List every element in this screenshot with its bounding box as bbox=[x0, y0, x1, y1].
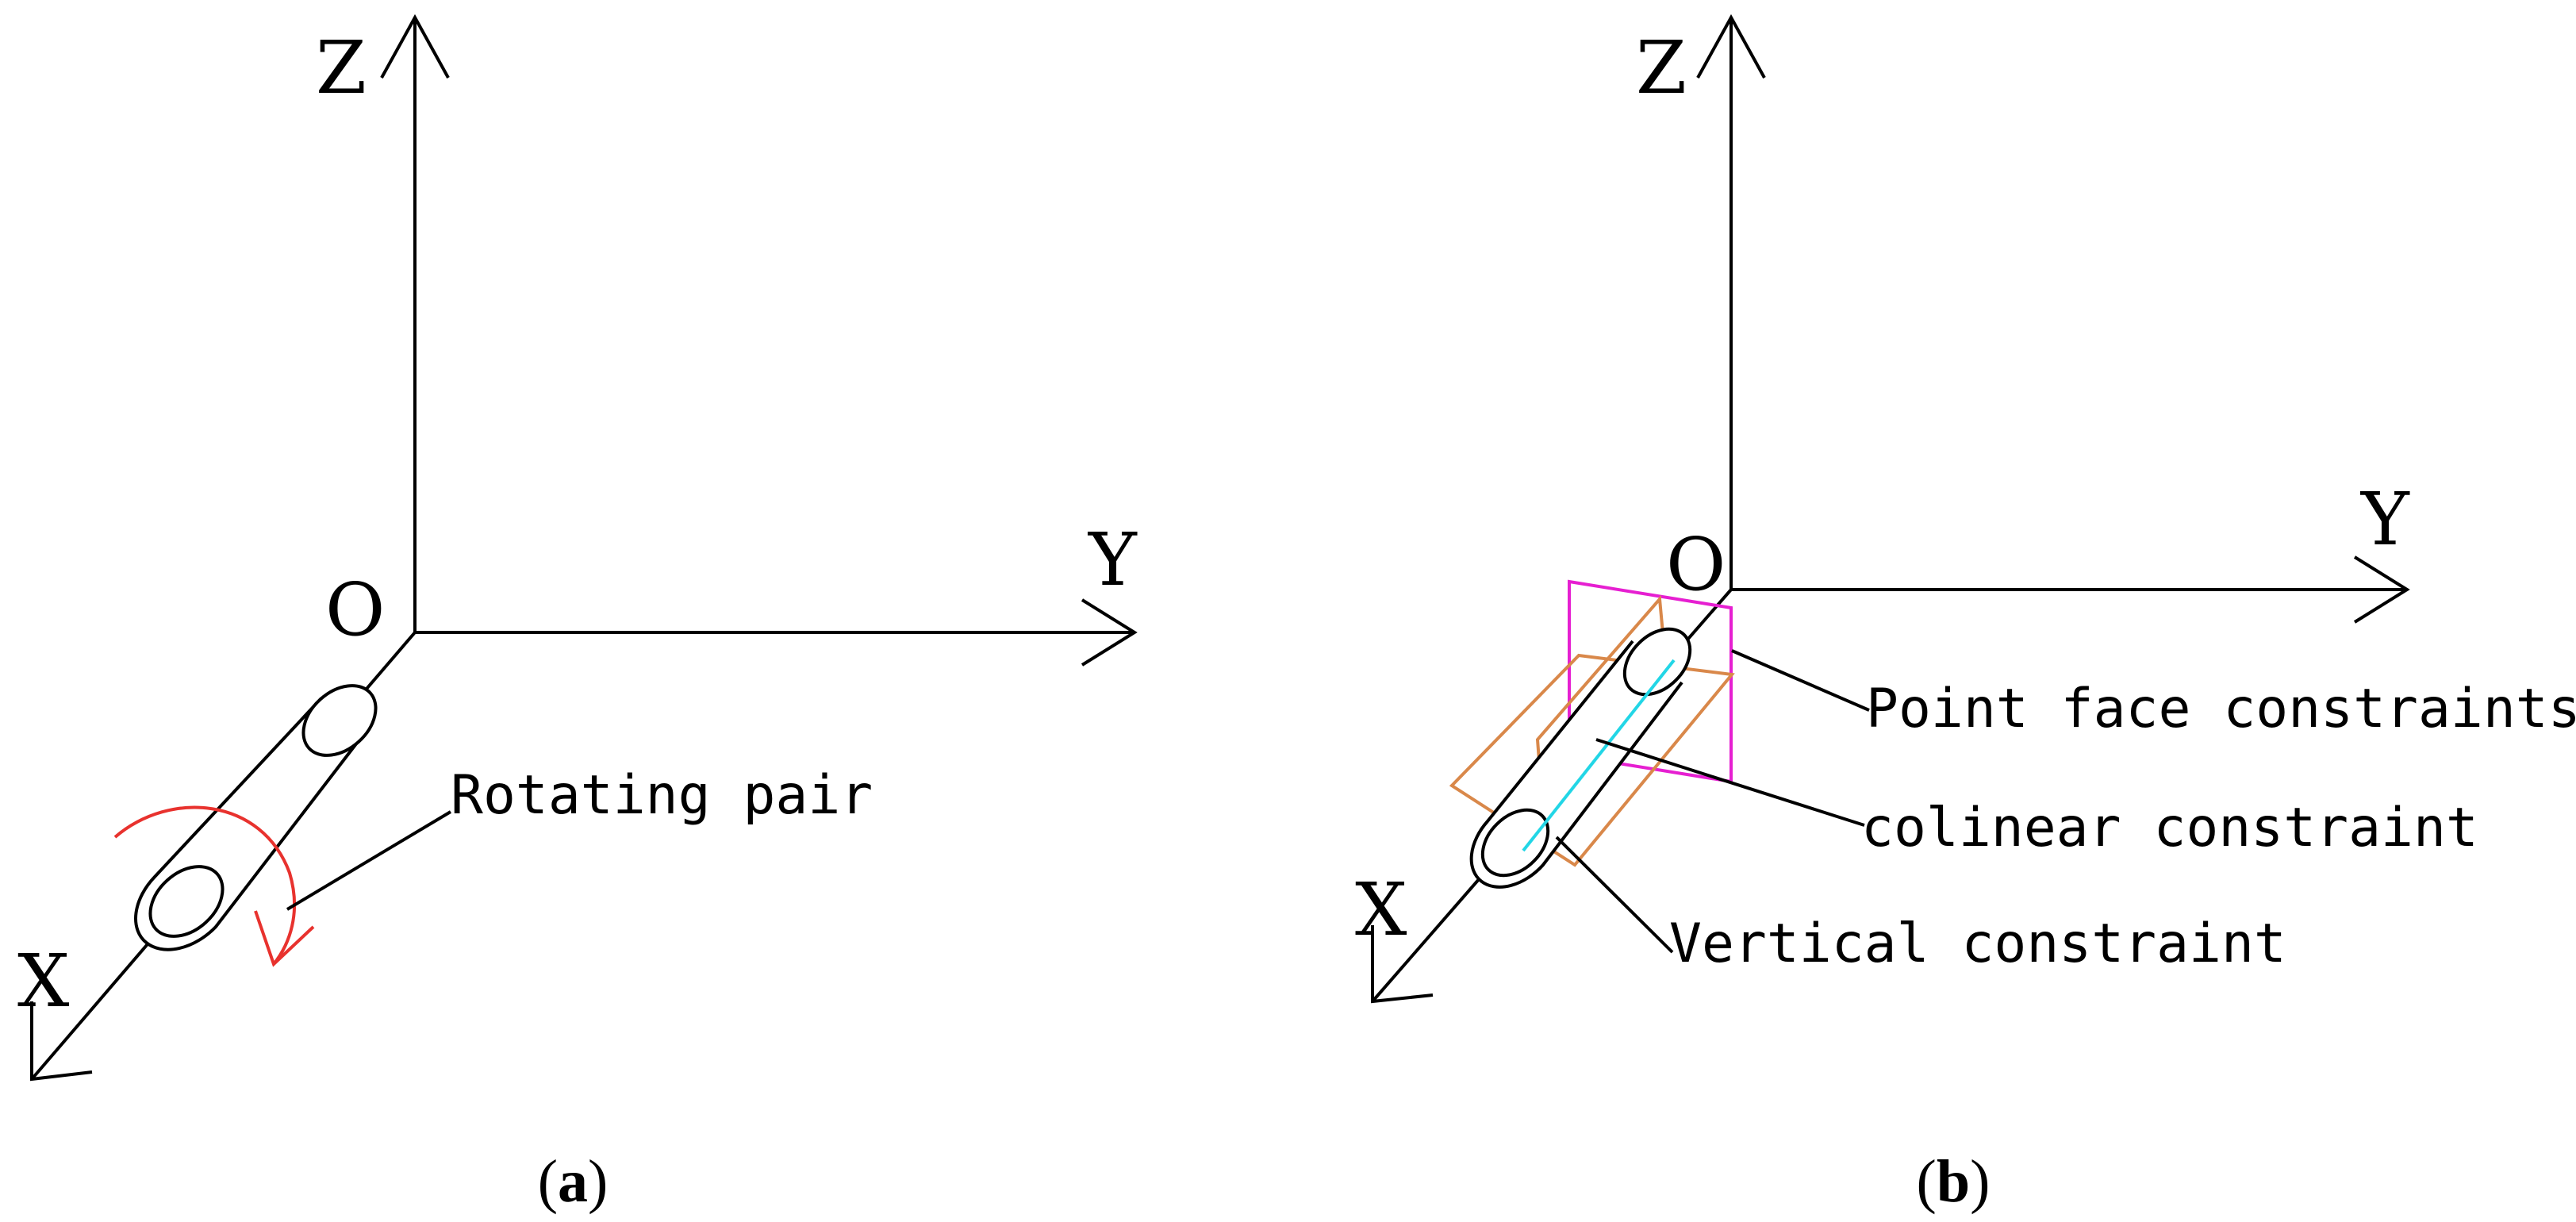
origin-label-a: O bbox=[325, 567, 385, 652]
x-axis-label-b: X bbox=[1355, 867, 1407, 952]
colinear-label: colinear constraint bbox=[1861, 797, 2478, 859]
vertical-label: Vertical constraint bbox=[1669, 913, 2286, 975]
cylinder-b bbox=[1469, 627, 1692, 889]
colinear-leader bbox=[1595, 738, 1865, 827]
point-face-label: Point face constraints bbox=[1866, 678, 2576, 740]
vertical-leader bbox=[1555, 836, 1674, 954]
rotating-pair-leader bbox=[286, 810, 452, 911]
colinear-axis bbox=[1522, 659, 1676, 852]
z-axis-b bbox=[1696, 13, 1766, 590]
caption-b: (b) bbox=[1917, 1148, 1991, 1215]
y-axis-a bbox=[415, 598, 1138, 667]
panel-a: Z Y X O Rotating pair (a) bbox=[17, 13, 1138, 1215]
rotating-pair-label: Rotating pair bbox=[451, 764, 873, 827]
y-axis-label-a: Y bbox=[1087, 517, 1138, 602]
y-axis-label-b: Y bbox=[2359, 477, 2410, 562]
z-axis-label-a: Z bbox=[316, 25, 367, 110]
y-axis-b bbox=[1731, 555, 2410, 624]
cylinder-a bbox=[133, 684, 378, 951]
z-axis-label-b: Z bbox=[1636, 25, 1687, 110]
panel-b: Z Y X O Point face constraints colinear … bbox=[1355, 13, 2576, 1215]
rotation-arrow bbox=[113, 805, 315, 967]
z-axis-a bbox=[380, 13, 450, 632]
point-face-leader bbox=[1731, 649, 1870, 712]
origin-label-b: O bbox=[1666, 522, 1726, 607]
x-axis-label-a: X bbox=[17, 939, 70, 1024]
caption-a: (a) bbox=[538, 1148, 608, 1215]
